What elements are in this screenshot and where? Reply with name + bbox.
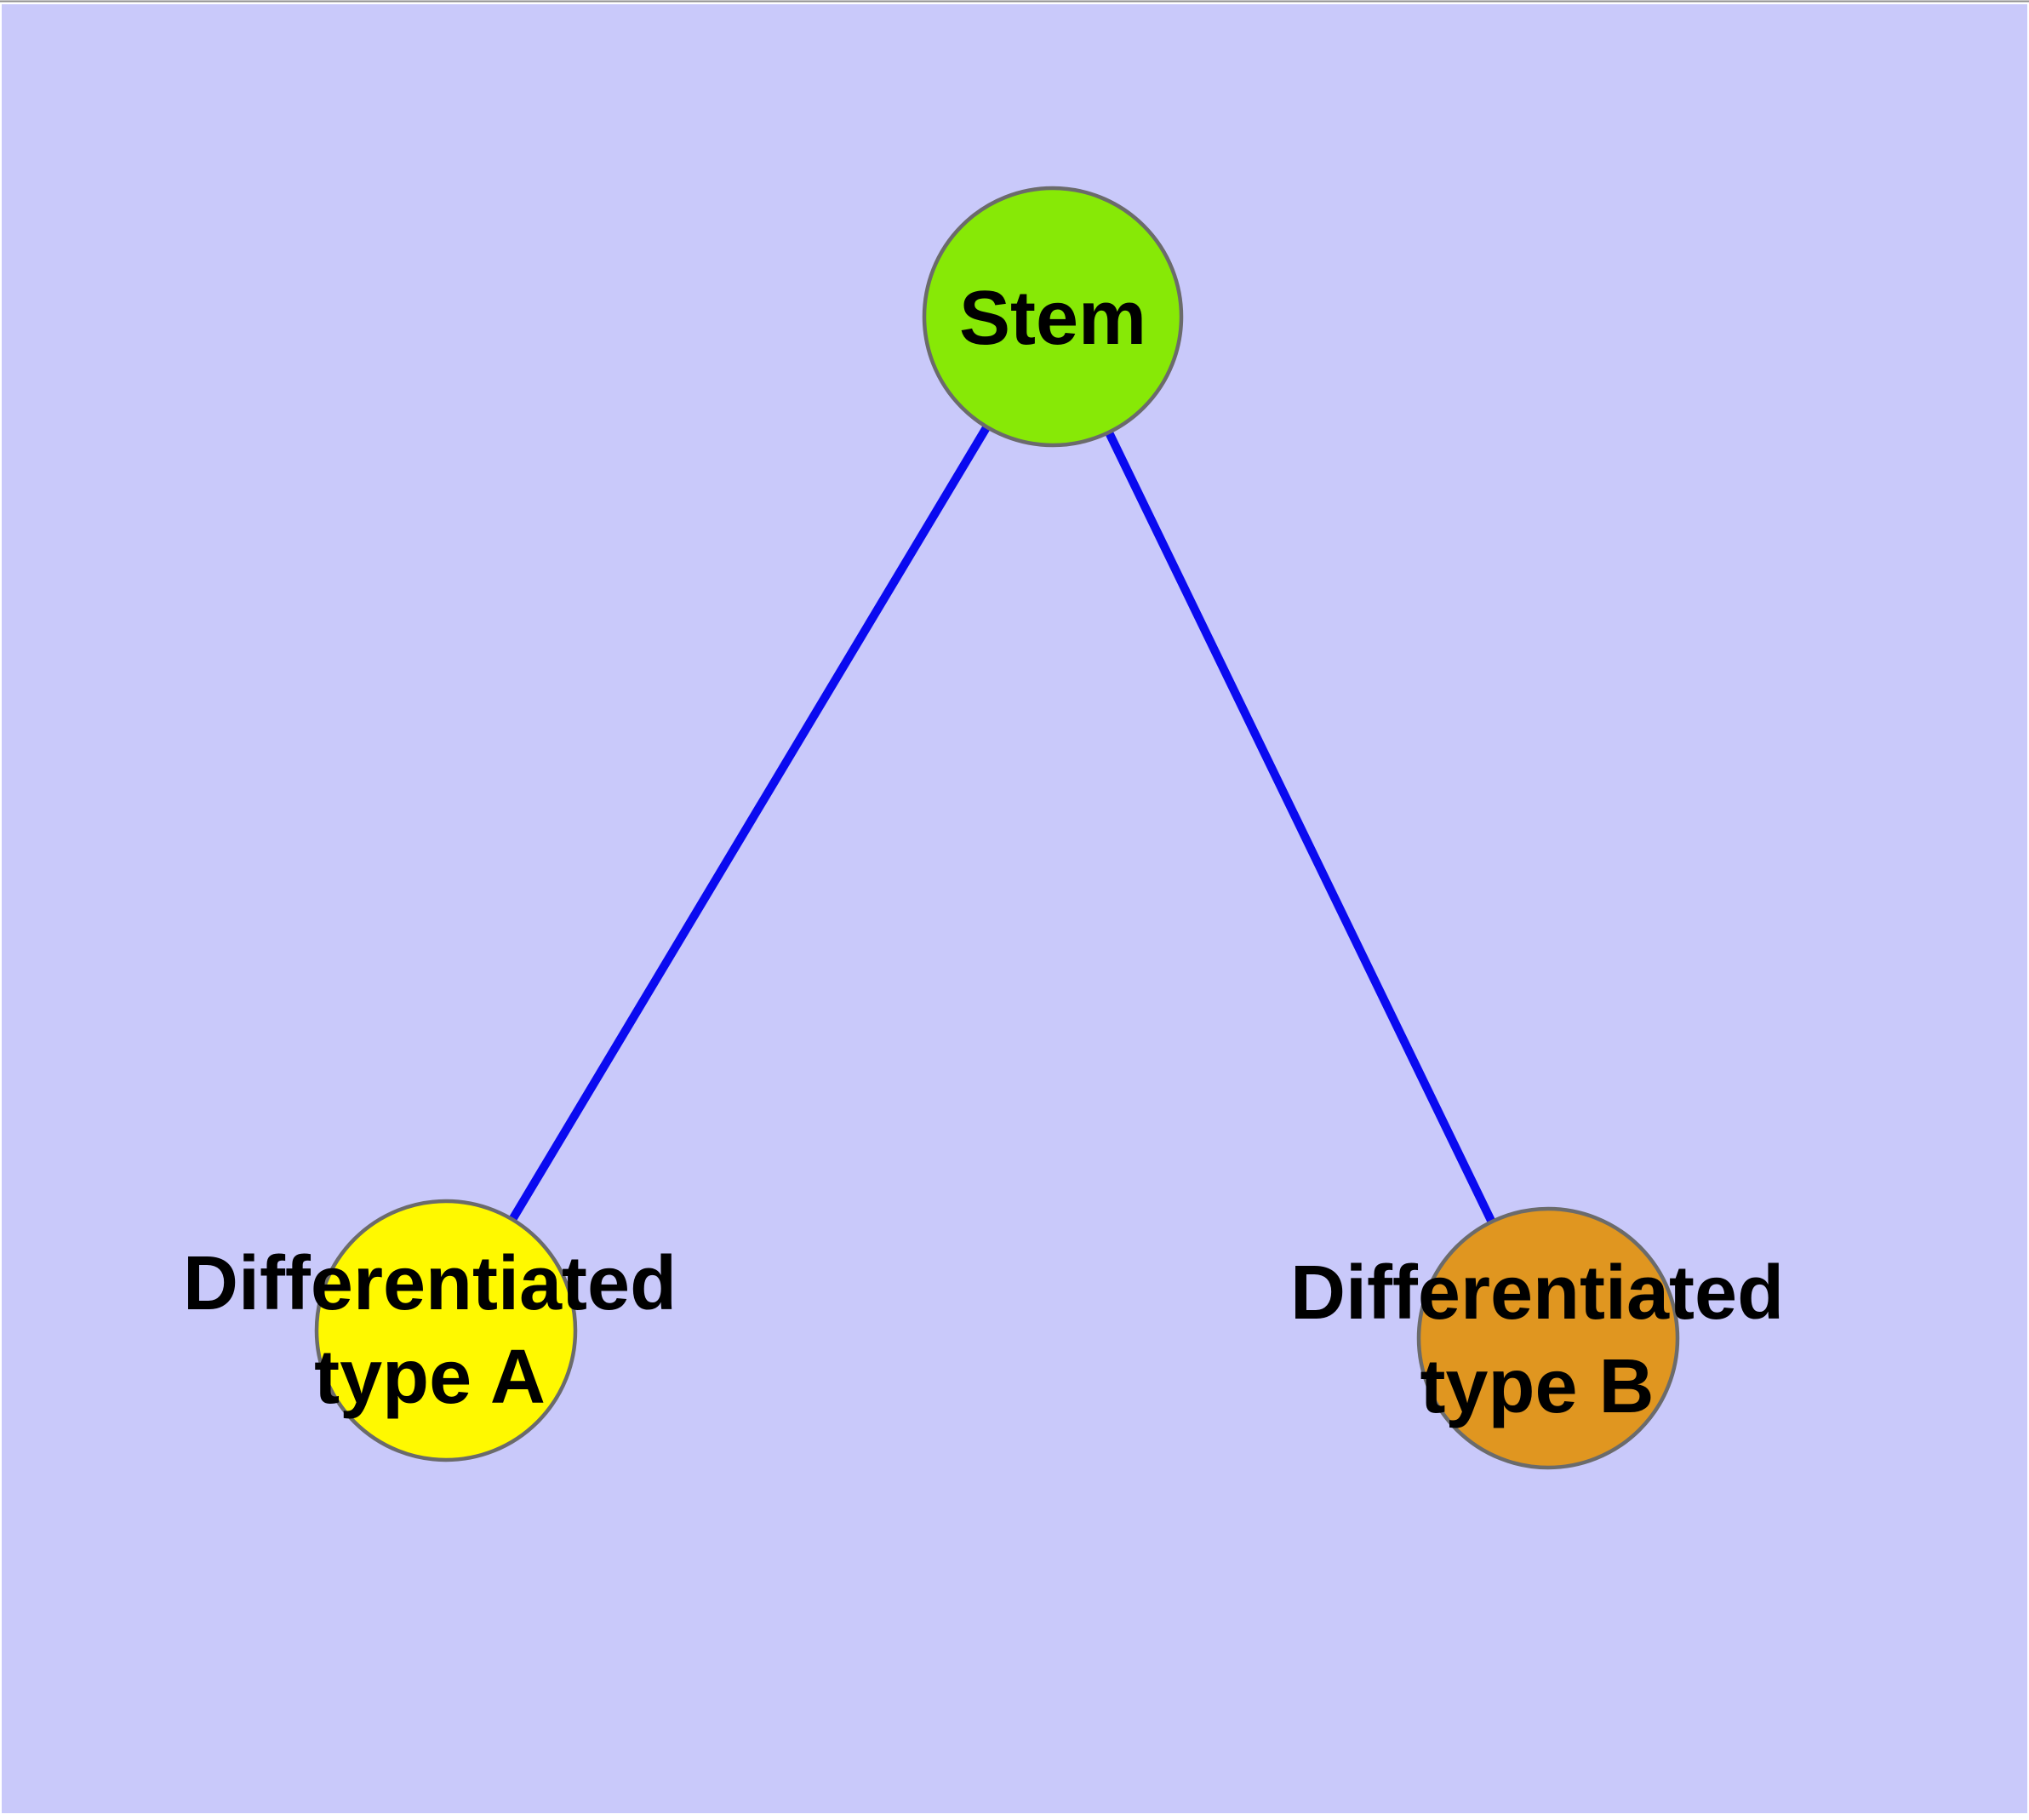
- node-circle-differentiated-type-a: [314, 1199, 578, 1462]
- edge-stem-to-type-a: [442, 314, 1057, 1333]
- node-label-stem: Stem: [958, 276, 1147, 361]
- node-circle-differentiated-type-b: [1416, 1206, 1680, 1470]
- node-label-differentiated-type-b: Differentiated type B: [1289, 1251, 1785, 1429]
- node-circle-stem: [922, 186, 1184, 448]
- node-label-differentiated-type-a: Differentiated type A: [182, 1241, 677, 1420]
- edge-stem-to-type-b: [1049, 314, 1552, 1341]
